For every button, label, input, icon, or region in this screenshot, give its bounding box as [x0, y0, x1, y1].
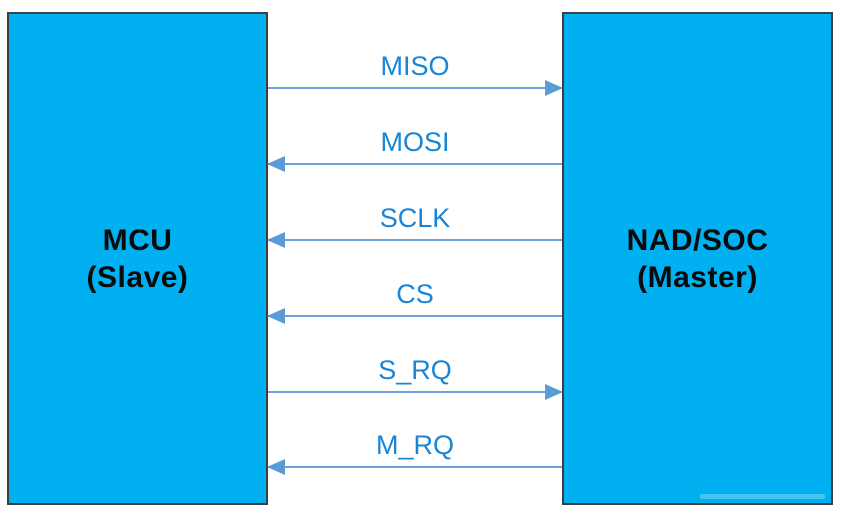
- nad-soc-box-subtitle: (Master): [637, 260, 758, 294]
- signal-label-mosi: MOSI: [380, 127, 450, 157]
- nad-soc-box-title: NAD/SOC: [626, 223, 769, 257]
- arrowhead-icon: [267, 459, 285, 475]
- signal-wire: [268, 391, 562, 393]
- arrowhead-icon: [545, 80, 563, 96]
- mcu-box-subtitle: (Slave): [86, 260, 189, 294]
- signal-wire: [268, 239, 562, 241]
- signal-label-cs: CS: [396, 279, 434, 309]
- signal-label-sclk: SCLK: [379, 203, 451, 233]
- signal-wire: [268, 163, 562, 165]
- nad-soc-master-box: NAD/SOC (Master): [562, 12, 833, 505]
- signal-label-m-rq: M_RQ: [375, 430, 454, 460]
- signal-wire: [268, 315, 562, 317]
- signal-label-miso: MISO: [380, 51, 450, 81]
- arrowhead-icon: [545, 384, 563, 400]
- mcu-slave-box: MCU (Slave): [7, 12, 268, 505]
- signal-wire: [268, 466, 562, 468]
- signal-label-s-rq: S_RQ: [378, 355, 452, 385]
- arrowhead-icon: [267, 308, 285, 324]
- mcu-box-title: MCU: [102, 223, 173, 257]
- watermark-smudge: [700, 494, 825, 499]
- signal-wire: [268, 87, 562, 89]
- arrowhead-icon: [267, 156, 285, 172]
- arrowhead-icon: [267, 232, 285, 248]
